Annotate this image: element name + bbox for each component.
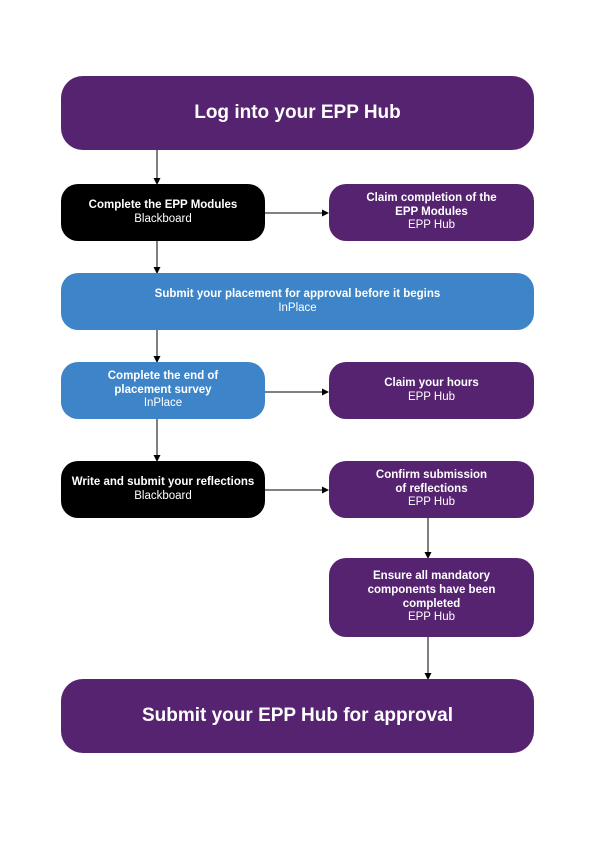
step-survey: Complete the end of placement survey InP… [61, 362, 265, 419]
step-claim-modules: Claim completion of the EPP Modules EPP … [329, 184, 534, 241]
step-claim-hours-title: Claim your hours [384, 376, 479, 389]
step-confirm-reflections-title: Confirm submission of reflections [375, 468, 488, 495]
step-login: Log into your EPP Hub [61, 76, 534, 150]
step-placement-system: InPlace [278, 301, 317, 314]
step-submit-hub: Submit your EPP Hub for approval [61, 679, 534, 753]
step-login-title: Log into your EPP Hub [194, 101, 401, 123]
step-modules-title: Complete the EPP Modules [88, 198, 238, 211]
step-placement-title: Submit your placement for approval befor… [154, 287, 441, 300]
step-reflections-title: Write and submit your reflections [71, 475, 255, 488]
step-modules-system: Blackboard [134, 212, 192, 225]
step-survey-title: Complete the end of placement survey [107, 369, 219, 396]
step-confirm-reflections: Confirm submission of reflections EPP Hu… [329, 461, 534, 518]
step-survey-system: InPlace [143, 397, 183, 410]
step-mandatory-title: Ensure all mandatory components have bee… [367, 569, 496, 610]
step-modules: Complete the EPP Modules Blackboard [61, 184, 265, 241]
step-submit-hub-title: Submit your EPP Hub for approval [141, 704, 454, 726]
step-placement: Submit your placement for approval befor… [61, 273, 534, 330]
step-claim-modules-title: Claim completion of the EPP Modules [366, 191, 497, 218]
step-claim-hours: Claim your hours EPP Hub [329, 362, 534, 419]
step-reflections: Write and submit your reflections Blackb… [61, 461, 265, 518]
step-mandatory-system: EPP Hub [407, 611, 456, 624]
step-reflections-system: Blackboard [134, 489, 192, 502]
step-claim-modules-system: EPP Hub [407, 219, 456, 232]
step-mandatory: Ensure all mandatory components have bee… [329, 558, 534, 637]
step-confirm-reflections-system: EPP Hub [407, 496, 456, 509]
step-claim-hours-system: EPP Hub [407, 390, 456, 403]
